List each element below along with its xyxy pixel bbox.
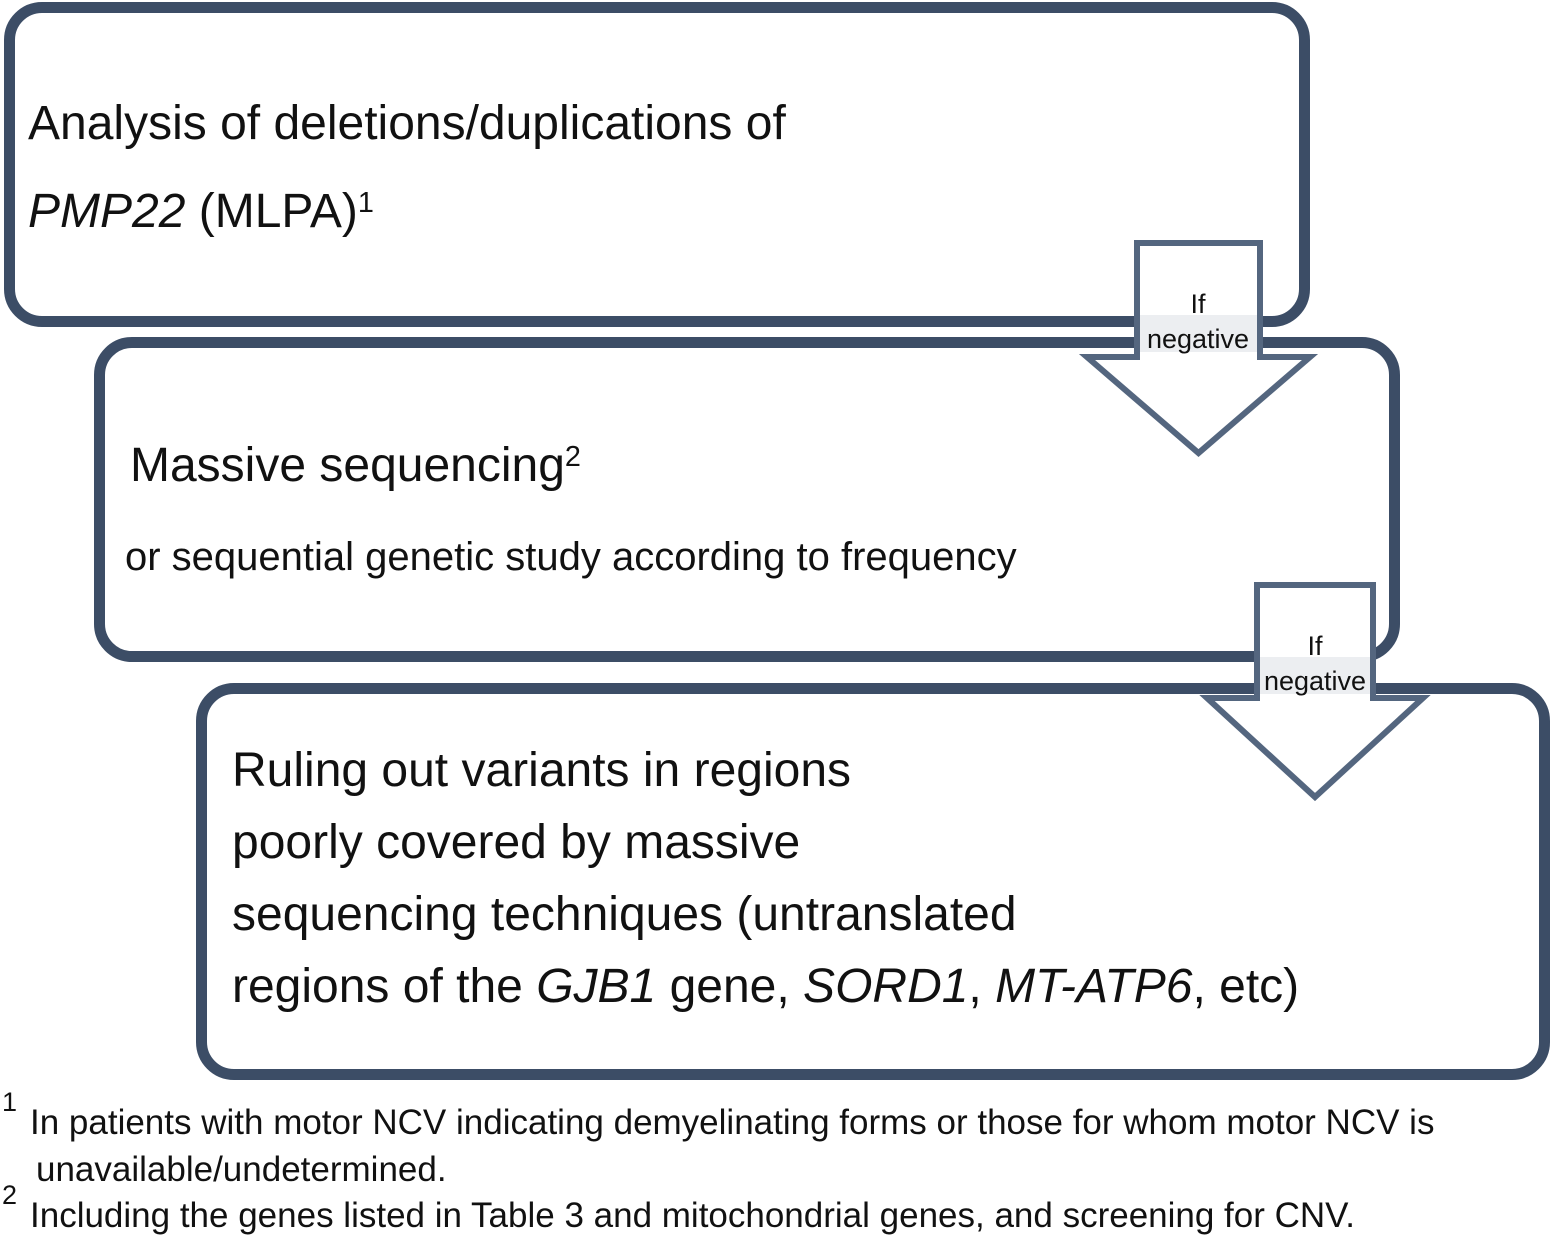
arrow1-label-negative: negative bbox=[1147, 324, 1249, 354]
box-variants-line2: poorly covered by massive bbox=[232, 816, 801, 869]
box-sequencing-title-text: Massive sequencing bbox=[130, 439, 565, 492]
box-variants-text: Ruling out variants in regions poorly co… bbox=[207, 694, 1539, 1023]
line4-seg-2: gene, bbox=[656, 960, 804, 1013]
footnote-2-marker: 2 bbox=[2, 1180, 18, 1210]
footnote-2-line1: Including the genes listed in Table 3 an… bbox=[30, 1196, 1356, 1235]
arrow-label-band bbox=[1260, 657, 1370, 694]
gene-mt-atp6-label: MT-ATP6 bbox=[995, 960, 1193, 1013]
arrow2-label-if: If bbox=[1307, 631, 1323, 661]
footnote-1-line1: In patients with motor NCV indicating de… bbox=[30, 1103, 1435, 1142]
gene-sord1-label: SORD1 bbox=[803, 960, 969, 1013]
footnote-1-line2: unavailable/undetermined. bbox=[36, 1150, 447, 1189]
box-variants-line1: Ruling out variants in regions bbox=[232, 744, 852, 797]
footnote-1: 1 In patients with motor NCV indicating … bbox=[0, 1089, 1435, 1193]
footnote-ref-2: 2 bbox=[564, 441, 581, 474]
box-mlpa-line2: PMP22 (MLPA)1 bbox=[28, 168, 1289, 262]
flowchart-box-ruling-out-variants: Ruling out variants in regions poorly co… bbox=[196, 683, 1550, 1080]
box-mlpa-text: Analysis of deletions/duplications of PM… bbox=[15, 13, 1299, 262]
box-sequencing-subtitle: or sequential genetic study according to… bbox=[125, 535, 1017, 579]
flowchart-box-massive-sequencing: Massive sequencing2 or sequential geneti… bbox=[94, 337, 1400, 662]
box-mlpa-line1: Analysis of deletions/duplications of bbox=[28, 97, 786, 150]
flowchart-box-mlpa-analysis: Analysis of deletions/duplications of PM… bbox=[4, 2, 1310, 327]
line4-seg-6: , etc) bbox=[1192, 960, 1300, 1013]
footnote-1-marker: 1 bbox=[2, 1087, 18, 1117]
if-negative-connector-1: If negative bbox=[1078, 240, 1319, 457]
line4-seg-0: regions of the bbox=[232, 960, 537, 1013]
footnote-ref-1: 1 bbox=[357, 187, 374, 220]
footnote-2: 2 Including the genes listed in Table 3 … bbox=[0, 1182, 1356, 1239]
box-variants-line3: sequencing techniques (untranslated bbox=[232, 888, 1017, 941]
arrow2-label-negative: negative bbox=[1264, 666, 1366, 696]
box-sequencing-title: Massive sequencing2 bbox=[130, 436, 1389, 502]
line4-seg-4: , bbox=[968, 960, 996, 1013]
if-negative-connector-2: If negative bbox=[1199, 582, 1431, 802]
arrow1-label-if: If bbox=[1190, 289, 1206, 319]
gene-gjb1-label: GJB1 bbox=[536, 960, 657, 1013]
box-mlpa-line2-rest: (MLPA) bbox=[185, 185, 358, 238]
gene-pmp22-label: PMP22 bbox=[28, 185, 186, 238]
arrow-label-band bbox=[1140, 315, 1257, 352]
box-variants-line4: regions of the GJB1 gene, SORD1, MT-ATP6… bbox=[232, 951, 1529, 1023]
